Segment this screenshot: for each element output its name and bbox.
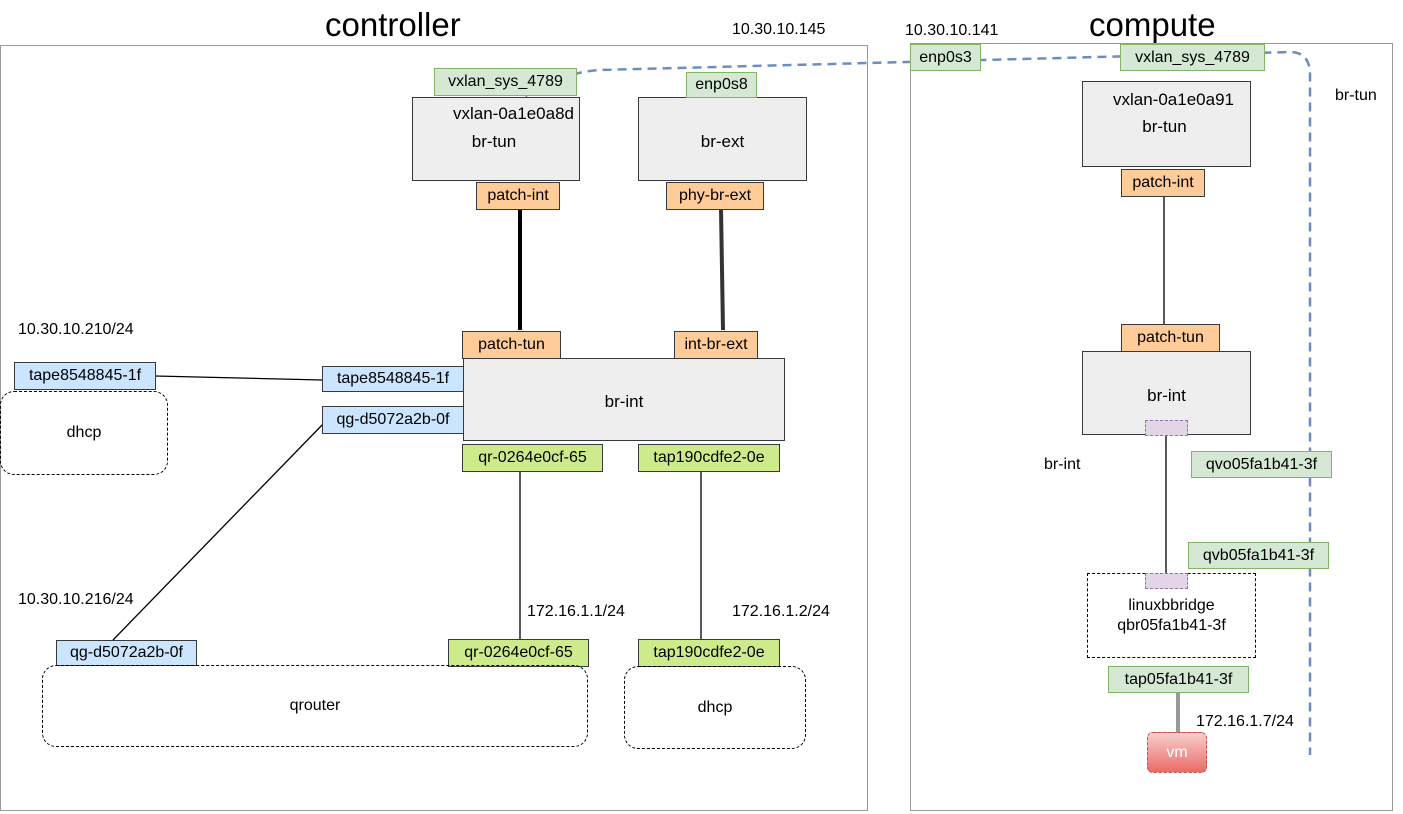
qrouter-namespace[interactable]: qrouter (42, 665, 588, 747)
compute-patch-tun-port[interactable]: patch-tun (1121, 324, 1220, 352)
controller-br-int-tap190-port[interactable]: tap190cdfe2-0e (638, 444, 780, 472)
controller-br-ext-label: br-ext (700, 132, 745, 151)
dhcp-ext-tape-port[interactable]: tape8548845-1f (14, 362, 156, 390)
compute-br-tun-patch-int[interactable]: patch-int (1121, 169, 1205, 197)
compute-br-int-label: br-int (1147, 386, 1186, 405)
compute-br-int-side-label: br-int (1044, 456, 1081, 473)
controller-enp0s8-port[interactable]: enp0s8 (686, 72, 757, 98)
compute-qvo-port[interactable]: qvo05fa1b41-3f (1191, 451, 1332, 478)
qrouter-qg-port[interactable]: qg-d5072a2b-0f (56, 640, 197, 666)
controller-patch-tun-port[interactable]: patch-tun (462, 331, 561, 359)
compute-br-tun-vxlan-port: vxlan-0a1e0a91 (1113, 90, 1234, 109)
dhcp-int-namespace[interactable]: dhcp (624, 666, 806, 749)
controller-phy-br-ext-port[interactable]: phy-br-ext (666, 182, 764, 210)
compute-br-tun-side-label: br-tun (1335, 87, 1377, 104)
controller-br-ext-bridge[interactable]: br-ext (638, 97, 807, 181)
link-dhcp-ext (154, 375, 323, 381)
compute-tunnel-port[interactable]: vxlan_sys_4789 (1120, 44, 1265, 71)
qrouter-qr-port[interactable]: qr-0264e0cf-65 (448, 639, 589, 667)
controller-ip: 10.30.10.145 (732, 21, 826, 38)
controller-br-tun-label: br-tun (471, 132, 517, 151)
controller-br-int-bridge[interactable]: br-int (463, 358, 785, 441)
controller-br-int-tape-port[interactable]: tape8548845-1f (322, 366, 464, 392)
linuxbridge-line1: linuxbbridge (1128, 596, 1215, 614)
compute-title: compute (1089, 6, 1216, 43)
dhcp-ext-ip: 10.30.10.210/24 (18, 321, 134, 338)
controller-br-tun-bridge[interactable]: vxlan-0a1e0a8d br-tun (412, 97, 580, 181)
controller-br-int-qg-port[interactable]: qg-d5072a2b-0f (322, 406, 464, 434)
compute-qvb-port[interactable]: qvb05fa1b41-3f (1188, 542, 1329, 569)
dhcp-ext-namespace[interactable]: dhcp (0, 391, 168, 475)
compute-frame (910, 43, 1393, 811)
controller-br-int-qr-port[interactable]: qr-0264e0cf-65 (462, 444, 603, 472)
qrouter-int-ip: 172.16.1.1/24 (527, 603, 625, 620)
compute-br-tun-label: br-tun (1142, 117, 1187, 136)
dhcp-int-ip: 172.16.1.2/24 (732, 603, 830, 620)
compute-linuxbridge-qvb-stub (1145, 573, 1188, 589)
compute-ip: 10.30.10.141 (905, 22, 999, 39)
link-br-ext-br-int (719, 208, 725, 331)
controller-br-tun-vxlan-port: vxlan-0a1e0a8d (453, 104, 574, 123)
compute-enp0s3-port[interactable]: enp0s3 (910, 44, 981, 71)
linuxbridge-line2: qbr05fa1b41-3f (1117, 616, 1226, 634)
vm-node[interactable]: vm (1147, 732, 1207, 773)
compute-br-tun-bridge[interactable]: vxlan-0a1e0a91 br-tun (1082, 81, 1251, 167)
dhcp-int-tap190-port[interactable]: tap190cdfe2-0e (638, 639, 780, 667)
qrouter-ext-ip: 10.30.10.216/24 (18, 591, 134, 608)
link-qrouter-ext (112, 421, 326, 641)
compute-tap-port[interactable]: tap05fa1b41-3f (1108, 666, 1249, 693)
controller-int-br-ext-port[interactable]: int-br-ext (674, 331, 758, 359)
controller-title: controller (325, 6, 461, 43)
vm-ip: 172.16.1.7/24 (1196, 713, 1294, 730)
vxlan-tunnel-line (519, 50, 1312, 755)
compute-br-int-qvo-stub (1145, 420, 1188, 436)
controller-br-int-label: br-int (604, 392, 644, 411)
controller-tunnel-port[interactable]: vxlan_sys_4789 (434, 68, 577, 96)
controller-br-tun-patch-int[interactable]: patch-int (476, 182, 560, 210)
